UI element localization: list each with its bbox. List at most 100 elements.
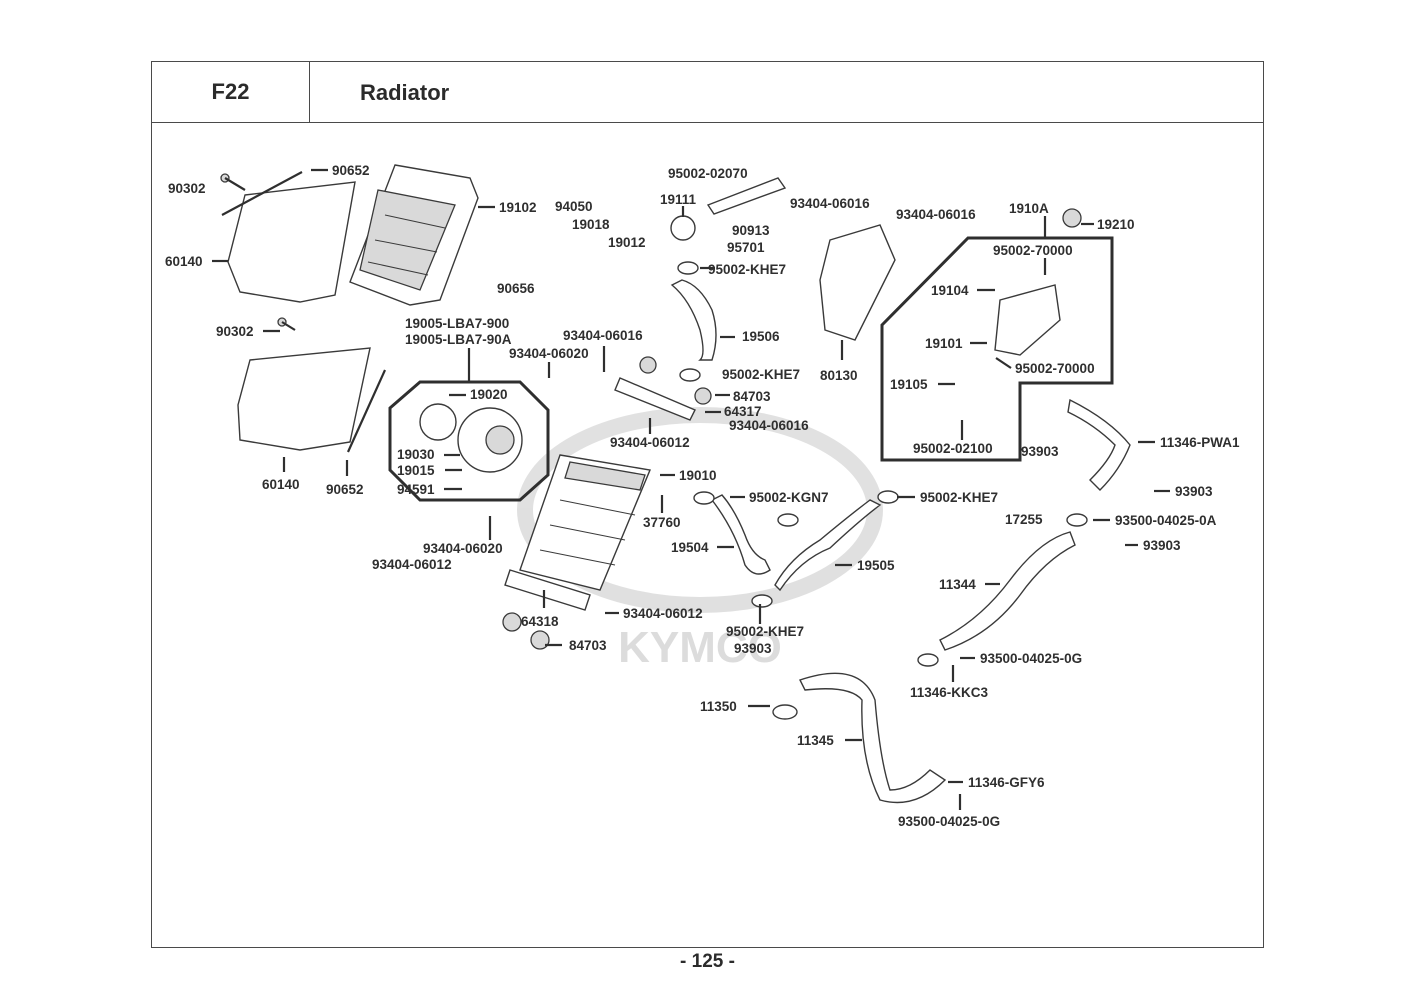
label-90652: 90652 [332, 163, 370, 178]
pipe-90913 [706, 177, 787, 215]
label-93404-06016: 93404-06016 [729, 418, 809, 433]
label-93903: 93903 [1143, 538, 1181, 553]
label-93500-04025-0G: 93500-04025-0G [980, 651, 1082, 666]
label-95002-KHE7: 95002-KHE7 [920, 490, 998, 505]
label-93903: 93903 [1175, 484, 1213, 499]
label-11346-GFY6: 11346-GFY6 [968, 775, 1045, 790]
label-64318: 64318 [521, 614, 559, 629]
label-93404-06016: 93404-06016 [896, 207, 976, 222]
label-93903: 93903 [734, 641, 772, 656]
label-19104: 19104 [931, 283, 969, 298]
label-95002-KHE7: 95002-KHE7 [726, 624, 804, 639]
clamp-11346-KKC3 [917, 653, 939, 667]
part-labels: 90652 90302 19102 60140 90302 60140 9065… [165, 163, 1240, 829]
label-1910A: 1910A [1009, 201, 1049, 216]
label-19005-LBA7-900: 19005-LBA7-900 [405, 316, 509, 331]
damper-84703-d [694, 387, 712, 405]
label-19015: 19015 [397, 463, 435, 478]
label-94050: 94050 [555, 199, 593, 214]
label-11346-PWA1: 11346-PWA1 [1160, 435, 1240, 450]
label-11344: 11344 [939, 577, 976, 592]
label-11346-KKC3: 11346-KKC3 [910, 685, 989, 700]
label-19210: 19210 [1097, 217, 1135, 232]
label-19012: 19012 [608, 235, 646, 250]
cap-19210 [1062, 208, 1082, 228]
label-19506: 19506 [742, 329, 780, 344]
clamp-95002-KHE7-b [679, 368, 701, 382]
damper-84703-a [502, 612, 522, 632]
clamp-95002-KGN7-b [777, 513, 799, 527]
rod-90652-upper [221, 171, 303, 216]
label-19102: 19102 [499, 200, 537, 215]
label-19504: 19504 [671, 540, 709, 555]
label-90656: 90656 [497, 281, 535, 296]
diagram-frame [151, 122, 1264, 948]
label-94591: 94591 [397, 482, 435, 497]
watermark-logo: KYMCO [517, 407, 883, 672]
label-93500-04025-0A: 93500-04025-0A [1115, 513, 1217, 528]
label-19010: 19010 [679, 468, 717, 483]
label-64317: 64317 [724, 404, 762, 419]
label-95002-02070: 95002-02070 [668, 166, 748, 181]
label-95002-KGN7: 95002-KGN7 [749, 490, 829, 505]
label-90302: 90302 [216, 324, 254, 339]
label-93404-06012: 93404-06012 [623, 606, 703, 621]
hose-19506 [670, 279, 717, 361]
label-84703: 84703 [569, 638, 607, 653]
label-95002-70000: 95002-70000 [993, 243, 1073, 258]
label-60140: 60140 [165, 254, 203, 269]
hose-19504 [710, 494, 771, 575]
label-95701: 95701 [727, 240, 765, 255]
label-93500-04025-0G: 93500-04025-0G [898, 814, 1000, 829]
clamp-11350 [772, 704, 798, 720]
label-90302: 90302 [168, 181, 206, 196]
label-95002-70000: 95002-70000 [1015, 361, 1095, 376]
label-93404-06016: 93404-06016 [790, 196, 870, 211]
label-93404-06012: 93404-06012 [610, 435, 690, 450]
bracket-64318 [504, 569, 591, 611]
clamp-95002-KHE7-c [877, 490, 899, 504]
section-title: Radiator [309, 61, 1264, 123]
watermark-text: KYMCO [618, 623, 782, 672]
clamp-17255 [1066, 513, 1088, 527]
label-17255: 17255 [1005, 512, 1043, 527]
rod-90652-lower [346, 369, 387, 453]
label-37760: 37760 [643, 515, 681, 530]
clamp-95002-KHE7-d [751, 594, 773, 608]
label-90913: 90913 [732, 223, 770, 238]
clamp-95002-KHE7-a [677, 261, 699, 275]
label-11350: 11350 [700, 699, 737, 714]
fan-group-outline [388, 380, 550, 502]
bracket-64317 [614, 377, 696, 421]
hose-11345 [799, 672, 947, 804]
screw-90302-upper [220, 173, 246, 191]
label-93404-06016: 93404-06016 [563, 328, 643, 343]
radiator-cover-19102 [349, 164, 479, 306]
fan-19030 [419, 403, 523, 473]
clamp-95002-KGN7-a [693, 491, 715, 505]
label-19005-LBA7-90A: 19005-LBA7-90A [405, 332, 512, 347]
page-number: - 125 - [680, 951, 735, 972]
label-90652: 90652 [326, 482, 364, 497]
label-19105: 19105 [890, 377, 928, 392]
label-19020: 19020 [470, 387, 508, 402]
label-95002-KHE7: 95002-KHE7 [708, 262, 786, 277]
damper-84703-b [530, 630, 550, 650]
leader-lines [212, 168, 1170, 810]
label-93903: 93903 [1021, 444, 1059, 459]
damper-84703-c [639, 356, 657, 374]
label-80130: 80130 [820, 368, 858, 383]
label-19101: 19101 [925, 336, 963, 351]
label-11345: 11345 [797, 733, 834, 748]
label-93404-06012: 93404-06012 [372, 557, 452, 572]
label-95002-02100: 95002-02100 [913, 441, 993, 456]
shield-upper-60140 [227, 181, 356, 303]
reservoir-19101 [994, 284, 1061, 356]
screw-90302-lower [277, 317, 296, 331]
shield-lower-60140 [237, 347, 371, 451]
label-19505: 19505 [857, 558, 895, 573]
label-93404-06020: 93404-06020 [423, 541, 503, 556]
hose-11346-PWA1 [1067, 398, 1131, 491]
hose-11344 [939, 531, 1076, 651]
